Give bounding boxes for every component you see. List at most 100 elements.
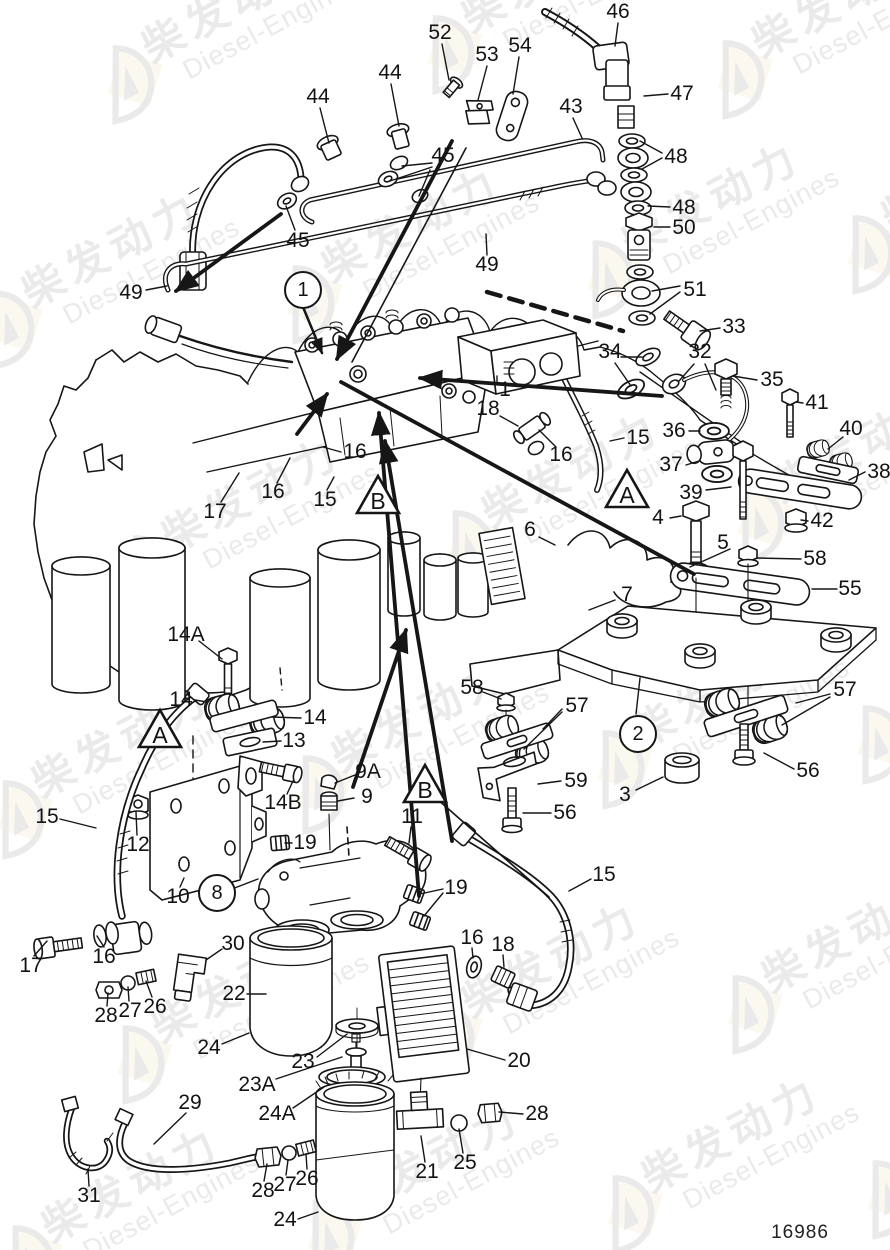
part-label-14B: 14B [264,790,302,814]
part-label-15: 15 [592,862,616,886]
support-bracket [127,647,303,901]
part-label-19: 19 [444,875,468,899]
part-label-15: 15 [626,425,650,449]
part-label-10: 10 [166,884,190,908]
part-label-56: 56 [796,758,820,782]
triangle-letter: A [152,722,168,748]
part-label-14A: 14A [167,622,205,646]
part-label-27: 27 [273,1172,297,1196]
part-label-7: 7 [621,582,633,606]
triangle-letter: B [417,777,433,803]
part-label-24: 24 [197,1035,221,1059]
part-label-14: 14 [303,705,327,729]
return-line-fittings [613,310,863,533]
detail-ref-triangle-A: A [603,467,651,511]
part-label-36: 36 [662,418,686,442]
lower-filter [315,1007,395,1221]
part-label-15: 15 [313,487,337,511]
part-label-16: 16 [549,442,573,466]
detail-ref-triangle-B: B [354,473,402,517]
detail-ref-triangle-B: B [401,762,449,806]
part-label-25: 25 [453,1150,477,1174]
part-label-50: 50 [672,215,696,239]
part-label-20: 20 [507,1048,531,1072]
part-label-57: 57 [833,677,857,701]
part-label-17: 17 [19,953,43,977]
part-label-16: 16 [92,944,116,968]
part-label-18: 18 [491,932,515,956]
part-label-55: 55 [838,576,862,600]
part-label-29: 29 [178,1090,202,1114]
part-label-35: 35 [760,367,784,391]
part-label-31: 31 [77,1183,101,1207]
part-label-22: 22 [222,981,246,1005]
part-label-38: 38 [867,459,890,483]
part-label-58: 58 [803,546,827,570]
part-label-23A: 23A [238,1072,276,1096]
triangle-letter: A [619,482,635,508]
part-label-44: 44 [306,84,330,108]
part-label-14: 14 [169,687,193,711]
assembly-ref-circle-2: 2 [619,715,657,753]
part-label-45: 45 [286,228,310,252]
part-label-21: 21 [415,1159,439,1183]
part-label-51: 51 [683,277,707,301]
part-label-15: 15 [35,804,59,828]
part-label-23: 23 [291,1049,315,1073]
drawing-number: 16986 [771,1222,829,1243]
part-label-33: 33 [722,314,746,338]
part-label-26: 26 [295,1166,319,1190]
part-label-3: 3 [619,782,631,806]
assembly-ref-circle-1: 1 [284,271,322,309]
part-label-19: 19 [293,830,317,854]
part-label-27: 27 [118,998,142,1022]
part-label-28: 28 [94,1003,118,1027]
part-label-11: 11 [401,804,423,828]
part-label-44: 44 [378,60,402,84]
part-label-47: 47 [670,81,694,105]
part-label-9A: 9A [355,759,381,783]
drain-hose [60,1095,317,1175]
part-label-28: 28 [525,1101,549,1125]
part-label-45: 45 [431,143,455,167]
part-label-24: 24 [273,1207,297,1231]
part-label-12: 12 [126,832,150,856]
part-label-37: 37 [659,452,683,476]
part-label-39: 39 [679,480,703,504]
part-label-40: 40 [839,416,863,440]
part-label-49: 49 [119,280,143,304]
part-label-9: 9 [361,784,373,808]
part-label-42: 42 [810,508,834,532]
part-label-16: 16 [343,439,367,463]
part-label-56: 56 [553,800,577,824]
mounting-plate [469,599,877,784]
part-label-46: 46 [606,0,630,23]
part-label-34: 34 [598,339,622,363]
part-label-28: 28 [251,1178,275,1202]
left-hose-assembly [33,682,210,1002]
part-label-54: 54 [508,33,532,57]
part-label-16: 16 [460,925,484,949]
part-label-41: 41 [805,390,829,414]
grommet-clamp-left [477,692,554,834]
part-label-24A: 24A [258,1101,296,1125]
part-label-4: 4 [652,505,664,529]
part-label-32: 32 [688,339,712,363]
part-label-57: 57 [565,693,589,717]
part-label-17: 17 [203,499,227,523]
part-label-30: 30 [221,931,245,955]
part-label-52: 52 [428,20,452,44]
part-label-58: 58 [460,675,484,699]
part-label-43: 43 [559,94,583,118]
assembly-ref-circle-8: 8 [198,874,236,912]
part-label-5: 5 [717,530,729,554]
part-label-6: 6 [524,517,536,541]
part-label-1: 1 [499,377,511,401]
part-label-59: 59 [564,768,588,792]
detail-ref-triangle-A: A [136,707,184,751]
part-label-53: 53 [475,42,499,66]
part-label-16: 16 [261,479,285,503]
